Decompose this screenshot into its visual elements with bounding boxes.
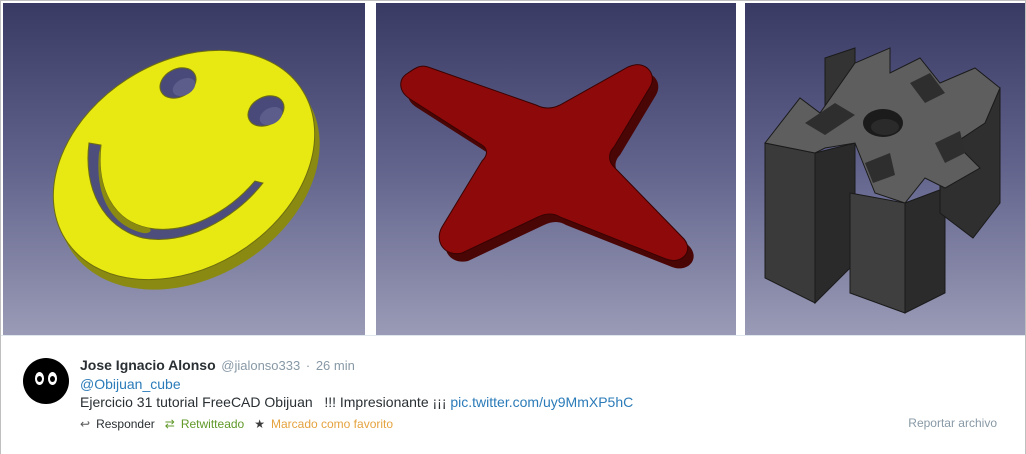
media-image-smiley[interactable] [3, 3, 365, 335]
reply-label: Responder [96, 417, 155, 431]
profile-model [764, 47, 1001, 314]
media-image-profile[interactable] [745, 3, 1025, 335]
tweet-timestamp[interactable]: 26 min [315, 358, 355, 373]
tweet-actions: ↩ Responder ⇄ Retwitteado ★ Marcado como… [80, 417, 403, 431]
mention-link[interactable]: @Obijuan_cube [80, 376, 181, 392]
media-link[interactable]: pic.twitter.com/uy9MmXP5hC [450, 394, 634, 410]
author-username[interactable]: @jialonso333 [221, 358, 301, 373]
tweet-text: Ejercicio 31 tutorial FreeCAD Obijuan !!… [80, 394, 633, 410]
favorite-button[interactable]: ★ Marcado como favorito [254, 417, 393, 431]
report-media-link[interactable]: Reportar archivo [908, 416, 997, 430]
retweet-button[interactable]: ⇄ Retwitteado [165, 417, 244, 431]
retweet-icon: ⇄ [164, 417, 175, 431]
avatar[interactable] [23, 358, 69, 404]
reply-button[interactable]: ↩ Responder [80, 417, 155, 431]
avatar-eye-right [48, 372, 57, 385]
favorite-label: Marcado como favorito [270, 417, 394, 431]
retweet-label: Retwitteado [180, 417, 245, 431]
smiley-model [52, 49, 320, 290]
media-strip [3, 3, 1025, 335]
avatar-eye-left [35, 372, 44, 385]
cross-model [400, 64, 694, 269]
star-icon: ★ [254, 417, 265, 431]
media-image-cross[interactable] [376, 3, 736, 335]
tweet-header: Jose Ignacio Alonso @jialonso333 · 26 mi… [80, 357, 355, 373]
header-separator: · [305, 358, 311, 373]
author-fullname[interactable]: Jose Ignacio Alonso [80, 357, 216, 373]
tweet-text-body: Ejercicio 31 tutorial FreeCAD Obijuan !!… [80, 394, 451, 410]
tweet-body: Jose Ignacio Alonso @jialonso333 · 26 mi… [1, 335, 1025, 454]
reply-icon: ↩ [80, 417, 91, 431]
